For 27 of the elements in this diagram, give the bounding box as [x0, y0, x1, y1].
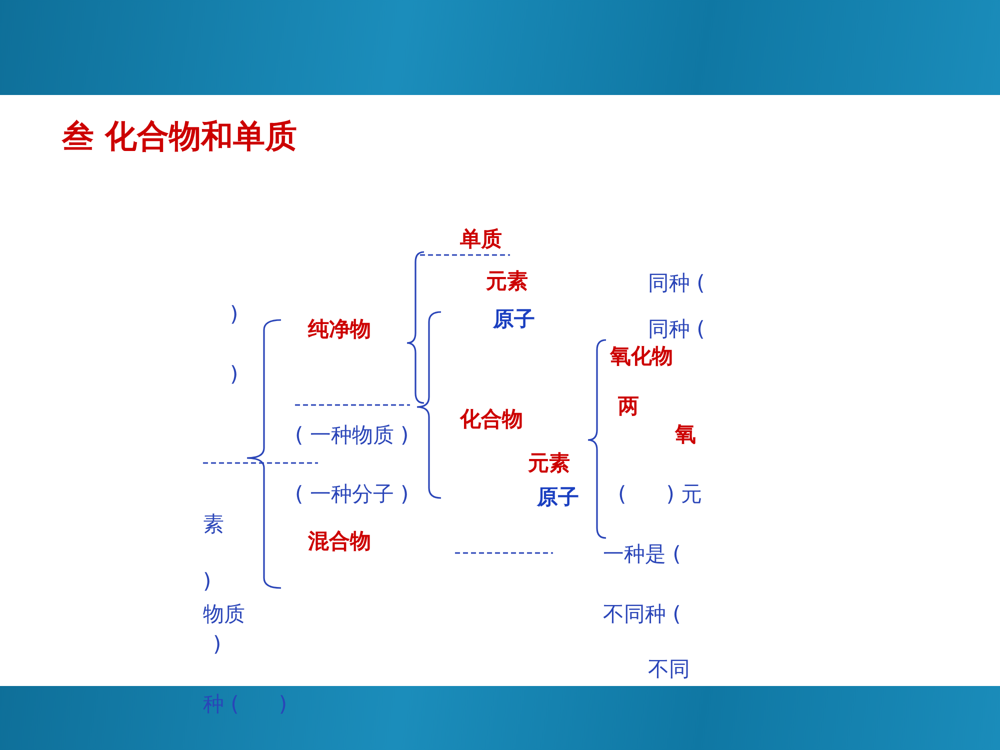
- term-label: 元素: [528, 452, 570, 476]
- term-label: 氧化物: [610, 345, 673, 368]
- term-label: 混合物: [308, 530, 371, 554]
- text-label: ( 一种物质 ): [295, 424, 409, 448]
- term-label: 化合物: [460, 408, 523, 432]
- text-label: 同种 (: [648, 318, 705, 342]
- term-label: 原子: [537, 486, 579, 510]
- term-label: 原子: [493, 308, 535, 332]
- term-label: 纯净物: [308, 318, 371, 342]
- text-label: ( ) 元: [618, 483, 702, 506]
- term-label: 两: [618, 395, 639, 418]
- text-label: ): [230, 363, 238, 386]
- text-label: ( 一种分子 ): [295, 483, 409, 506]
- text-label: 不同: [648, 658, 690, 682]
- text-label: ): [203, 570, 212, 594]
- text-label: 同种 (: [648, 272, 705, 296]
- term-label: 单质: [460, 228, 502, 252]
- text-label: 种 ( ): [203, 693, 288, 716]
- text-label: 物质: [203, 603, 245, 626]
- term-label: 氧: [675, 423, 696, 446]
- term-label: 元素: [486, 270, 528, 294]
- text-label: ): [213, 633, 222, 656]
- slide-title: 叁 化合物和单质: [62, 116, 298, 157]
- text-label: 一种是 (: [603, 543, 681, 566]
- text-label: 不同种 (: [603, 603, 681, 626]
- text-label: 素: [203, 513, 224, 536]
- text-label: ): [230, 303, 238, 326]
